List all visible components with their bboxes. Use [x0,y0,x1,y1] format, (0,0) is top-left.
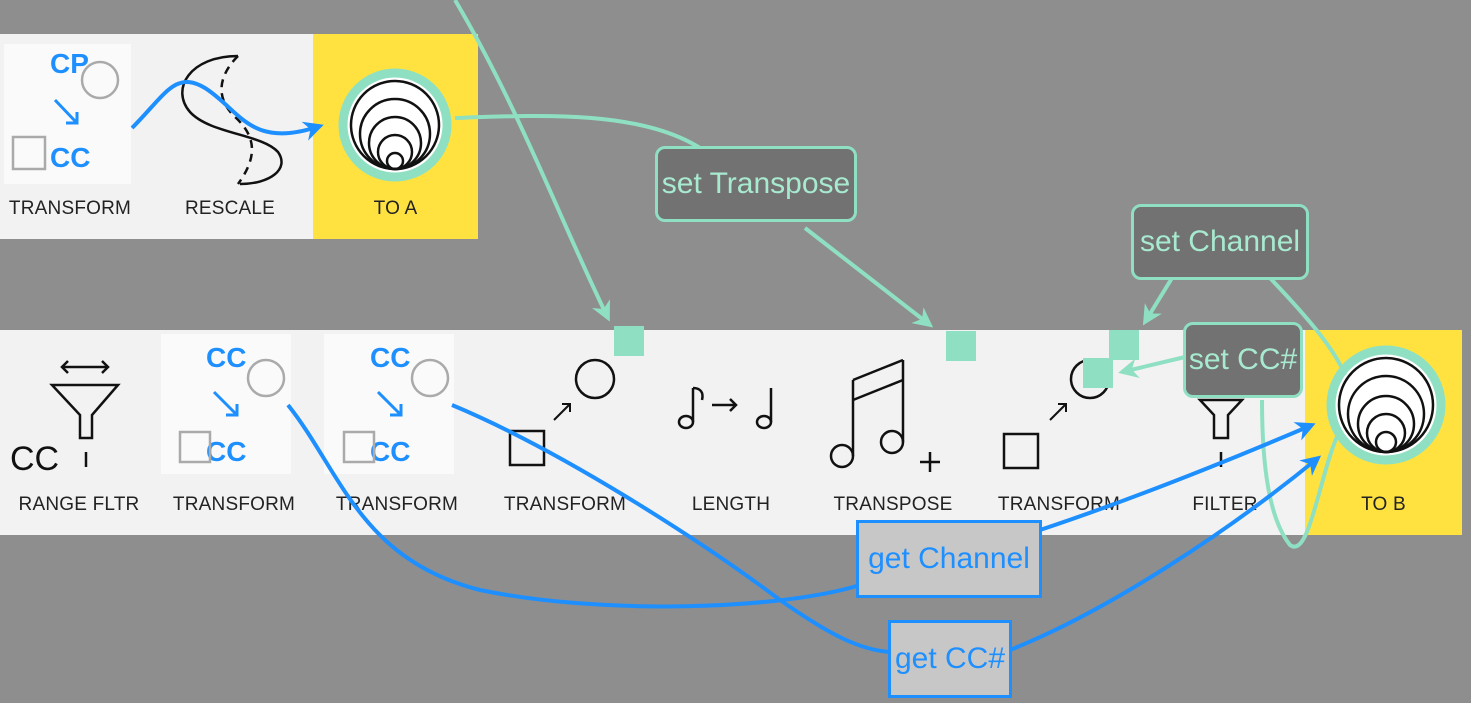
set-cc-pointer [1118,355,1186,379]
set-cc-loop [1260,399,1342,549]
transform-channel-port[interactable] [1109,330,1139,360]
chain-b-output-module[interactable]: TO B [1305,330,1462,535]
concentric-rings-icon [338,68,452,182]
set-channel-callout: set Channel [1131,204,1309,280]
chain-b-range-filter-module[interactable]: CC RANGE FLTR [0,330,158,535]
module-label: TRANSFORM [997,494,1121,515]
funnel-range-icon [49,360,121,467]
module-label: TRANSFORM [172,494,296,515]
module-label: TRANSFORM [335,494,459,515]
callout-text: set Channel [1139,225,1301,258]
transform-source-label: CC [370,342,411,373]
chain-a-output-module[interactable]: TO A [313,34,478,239]
square-to-circle-icon [178,358,286,464]
set-transpose-pointer [803,226,934,328]
module-label: LENGTH [691,494,771,515]
set-transpose-callout: set Transpose [655,146,857,222]
module-label: RESCALE [184,198,276,219]
set-channel-link [1268,276,1347,376]
chain-b-transform-module-4[interactable]: TRANSFORM [984,330,1134,535]
module-label: TO B [1361,494,1406,515]
get-channel-callout: get Channel [856,520,1042,598]
set-link-to-a-to-transpose [454,113,702,150]
chain-b-filter-module[interactable]: FILTER [1150,330,1300,535]
callout-text: get CC# [894,642,1006,675]
square-to-circle-icon [11,60,120,171]
chain-b-transpose-module[interactable]: TRANSPOSE [818,330,968,535]
beamed-notes-plus-icon [829,358,940,472]
chain-a-strip: CP CC TRANSFORM RESCALE TO A [0,34,478,239]
module-label: TRANSFORM [8,198,132,219]
get-channel-link-in [286,403,861,609]
cc-badge: CC [10,440,60,478]
callout-text: set CC# [1188,343,1298,376]
cp-to-cc-link [130,80,324,141]
chain-b-length-module[interactable]: LENGTH [656,330,806,535]
transform-cc-port[interactable] [1083,358,1113,388]
transform-target-label: CC [370,436,411,467]
transform-param-port[interactable] [614,326,644,356]
set-link-top-to-transform [453,0,610,322]
transpose-param-port[interactable] [946,331,976,361]
rescale-curve-icon [181,54,283,186]
square-to-circle-icon [342,358,450,464]
transform-target-label: CC [206,436,247,467]
module-label: FILTER [1192,494,1258,515]
chain-b-transform-module-2[interactable]: CC CC TRANSFORM [322,330,472,535]
chain-a-rescale-module[interactable]: RESCALE [150,34,310,239]
module-label: TO A [373,198,418,219]
transform-source-label: CC [206,342,247,373]
chain-a-transform-module[interactable]: CP CC TRANSFORM [0,34,140,239]
module-label: TRANSFORM [503,494,627,515]
callout-text: set Transpose [661,167,851,200]
get-cc-link-out [1009,455,1322,652]
get-cc-link-in [451,403,891,654]
note-length-icon [677,386,773,430]
module-label: RANGE FLTR [18,494,140,515]
concentric-rings-icon [1326,345,1446,465]
set-channel-pointer [1142,276,1174,326]
callout-text: get Channel [868,542,1030,575]
get-channel-link-out [1039,422,1316,532]
get-cc-callout: get CC# [888,620,1012,698]
module-label: TRANSPOSE [833,494,953,515]
set-cc-callout: set CC# [1183,322,1303,398]
transform-target-label: CC [50,142,91,173]
chain-b-transform-module-1[interactable]: CC CC TRANSFORM [160,330,308,535]
